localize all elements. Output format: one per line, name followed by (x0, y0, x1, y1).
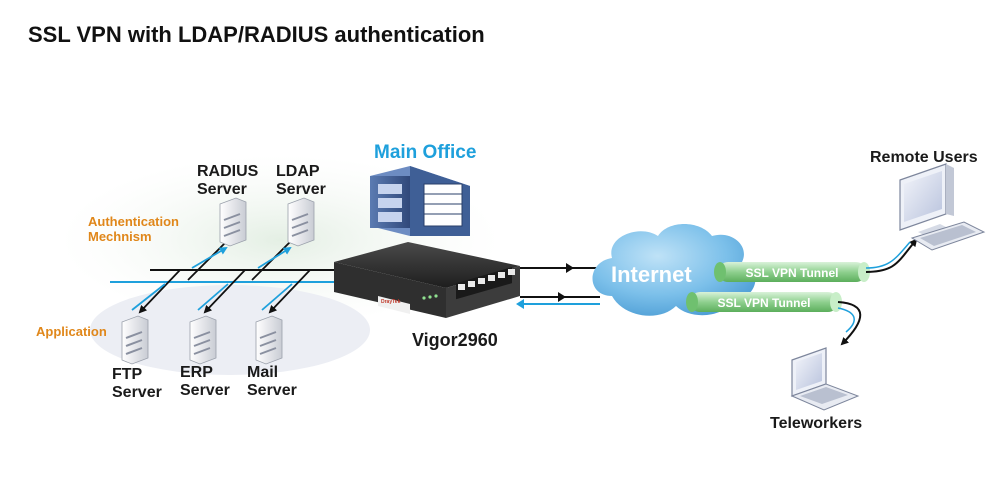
teleworker-connector-blue (837, 307, 855, 333)
wan-arrow-black (558, 292, 566, 302)
ftp-server-icon (121, 315, 149, 365)
ldap-server-icon (287, 197, 315, 247)
ssl-vpn-tunnel-1: SSL VPN Tunnel (714, 262, 870, 282)
teleworkers-label: Teleworkers (770, 415, 863, 432)
mail-server-label-text: Mail Server (247, 364, 297, 400)
remote-user-connector-blue (865, 241, 911, 269)
main-office-label: Main Office (374, 142, 477, 163)
ftp-server-label-text: FTP Server (112, 366, 162, 402)
mail-server-icon (255, 315, 283, 365)
ftp-server-label: FTP Server (112, 366, 162, 403)
erp-server-label: ERP Server (180, 364, 230, 401)
radius-server-label: RADIUS Server (197, 163, 258, 200)
tunnel-1-label: SSL VPN Tunnel (746, 266, 839, 280)
ftp-connector-blue (131, 283, 166, 311)
application-label: Application (36, 324, 107, 339)
authentication-mechanism-label: Authentication Mechnism (88, 214, 179, 245)
teleworker-connector (837, 301, 862, 346)
ldap-server-label: LDAP Server (276, 163, 326, 200)
diagram-title: SSL VPN with LDAP/RADIUS authentication (28, 22, 485, 47)
radius-connector-up (191, 246, 228, 269)
erp-connector-blue (197, 283, 229, 311)
internet-label: Internet (611, 262, 692, 287)
tunnel-2-label: SSL VPN Tunnel (718, 296, 811, 310)
ssl-vpn-tunnel-2: SSL VPN Tunnel (686, 292, 842, 312)
remote-users-label: Remote Users (870, 149, 978, 166)
mail-server-label: Mail Server (247, 364, 297, 401)
mail-connector (268, 269, 311, 314)
radius-server-icon (219, 197, 247, 247)
ldap-connector-up (257, 246, 292, 269)
mail-connector-blue (261, 283, 293, 311)
ldap-server-label-text: LDAP Server (276, 163, 326, 199)
application-area-glow (90, 285, 370, 375)
erp-server-label-text: ERP Server (180, 364, 230, 400)
erp-connector (203, 269, 246, 314)
router-badge: DrayTek (381, 299, 401, 305)
radius-server-label-text: RADIUS Server (197, 163, 259, 199)
ftp-connector (138, 269, 181, 314)
radius-connector-down (187, 232, 236, 281)
erp-server-icon (189, 315, 217, 365)
authentication-mechanism-text: Authentication Mechnism (88, 214, 179, 244)
router-icon: DrayTek (334, 242, 520, 318)
building-icon (370, 166, 470, 236)
wan-arrow-in (566, 263, 574, 273)
router-model-label: Vigor2960 (412, 330, 498, 350)
laptop-icon (790, 347, 860, 411)
wan-arrow-blue (516, 299, 524, 309)
desktop-computer-icon (899, 163, 986, 251)
remote-user-connector (865, 238, 918, 273)
